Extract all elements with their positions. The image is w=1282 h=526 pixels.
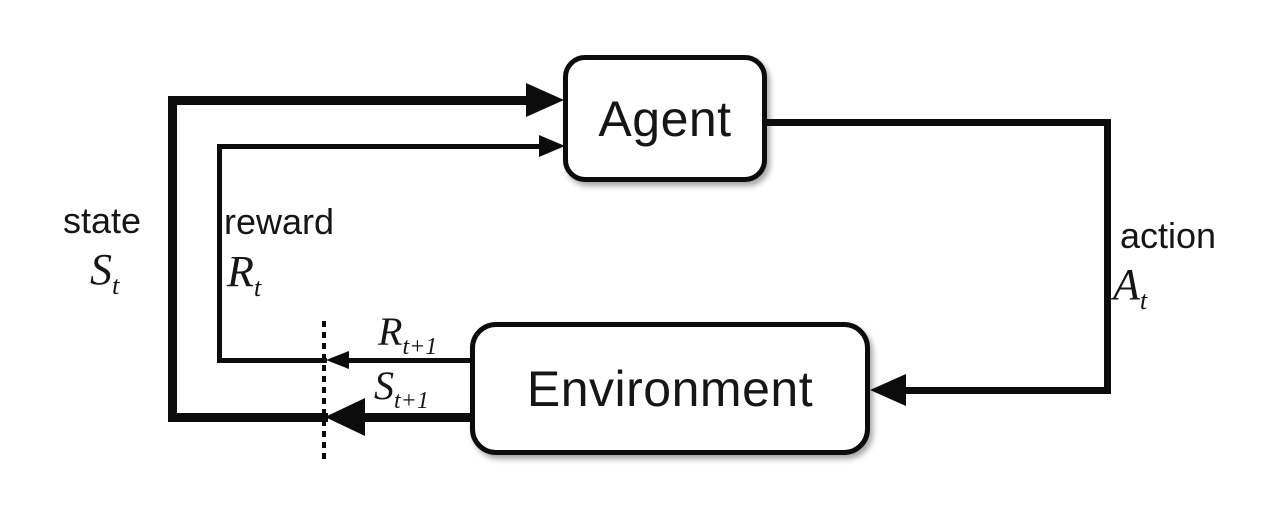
state-line-top xyxy=(168,96,530,105)
next-state-arrowhead-icon xyxy=(325,398,365,436)
reward-line-vertical xyxy=(217,144,222,363)
next-reward-line xyxy=(346,358,472,363)
agent-node-label: Agent xyxy=(598,90,732,147)
next-state-line xyxy=(362,413,472,422)
reward-line-bottom xyxy=(217,358,327,363)
next-reward-symbol: Rt+1 xyxy=(378,309,437,360)
reward-symbol-base: R xyxy=(227,247,254,296)
state-line-bottom xyxy=(168,413,328,422)
reward-symbol: Rt xyxy=(227,247,261,301)
state-symbol-sub: t xyxy=(112,270,120,301)
action-symbol-sub: t xyxy=(1139,285,1148,316)
action-line-vertical xyxy=(1104,119,1111,394)
reward-line-top xyxy=(217,144,543,149)
action-symbol: At xyxy=(1113,260,1147,314)
action-line-bottom xyxy=(904,387,1111,394)
action-line-top xyxy=(765,119,1111,126)
environment-node-label: Environment xyxy=(526,360,814,417)
state-arrowhead-icon xyxy=(526,83,564,117)
action-arrowhead-icon xyxy=(870,374,906,406)
agent-node: Agent xyxy=(563,55,767,182)
state-line-vertical xyxy=(168,96,177,422)
next-state-symbol-sub: t+1 xyxy=(394,388,429,415)
action-symbol-base: A xyxy=(1113,260,1140,309)
action-label: action xyxy=(1120,215,1217,256)
next-reward-symbol-base: R xyxy=(378,309,403,354)
next-state-symbol-base: S xyxy=(374,363,394,408)
time-step-boundary-dashed-line xyxy=(322,321,326,462)
next-reward-symbol-sub: t+1 xyxy=(402,334,438,361)
state-label: state xyxy=(63,200,142,241)
reward-arrowhead-icon xyxy=(539,135,565,157)
next-reward-arrowhead-icon xyxy=(326,351,349,369)
state-symbol-base: S xyxy=(90,245,112,294)
reward-label: reward xyxy=(224,201,335,242)
state-symbol: St xyxy=(90,245,119,299)
next-state-symbol: St+1 xyxy=(374,363,429,414)
environment-node: Environment xyxy=(470,322,870,455)
reward-symbol-sub: t xyxy=(253,272,262,303)
